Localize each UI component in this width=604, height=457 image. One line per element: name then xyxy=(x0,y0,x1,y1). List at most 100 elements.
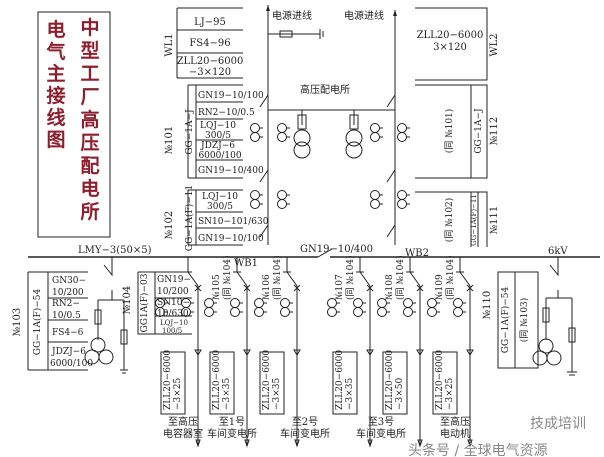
cable-type: ZLL20−6000 xyxy=(435,350,445,410)
svg-text:LQJ−10: LQJ−10 xyxy=(202,192,238,202)
svg-text:GG−1A−J: GG−1A−J xyxy=(185,109,195,155)
feeder-same-label: (同 №104) xyxy=(345,255,356,300)
wl1-row: ZLL20−6000 xyxy=(177,56,244,67)
feeder-circuits xyxy=(155,257,474,448)
feeder-line xyxy=(356,257,374,448)
feeder-line xyxy=(184,257,202,448)
feeder-label: №108 xyxy=(385,274,395,300)
svg-text:GG−1A(F)−11: GG−1A(F)−11 xyxy=(470,194,478,246)
current-transformer-icon xyxy=(397,123,407,133)
svg-text:ZLL20−6000: ZLL20−6000 xyxy=(417,30,484,41)
title-char: 中 xyxy=(80,16,99,39)
voltage-transformer-icon xyxy=(293,129,311,147)
busbar-conductor-label: LMY−3(50×5) xyxy=(78,245,152,256)
title-char: 电 xyxy=(80,177,99,200)
fuse-icon xyxy=(279,30,293,38)
title-char: 线 xyxy=(46,106,65,129)
cable-size: −3×25 xyxy=(173,377,183,410)
wl1-row: LJ−95 xyxy=(194,17,226,28)
voltage-transformer-icon xyxy=(345,129,363,147)
svg-text:(同 №102): (同 №102) xyxy=(444,198,455,243)
title-char: 厂 xyxy=(80,86,99,108)
svg-text:GG−1A(F)−54: GG−1A(F)−54 xyxy=(32,289,43,356)
svg-text:3×120: 3×120 xyxy=(433,42,467,53)
svg-text:№104: №104 xyxy=(122,286,133,315)
svg-text:GN19−10/100: GN19−10/100 xyxy=(198,234,264,244)
wb1-label: WB1 xyxy=(234,258,258,269)
current-transformer-icon xyxy=(397,190,407,200)
voltage-label: 6kV xyxy=(548,246,568,257)
feeder-label: №109 xyxy=(435,274,445,300)
title-char: 接 xyxy=(46,85,65,107)
destination-label: 至1号 xyxy=(219,416,245,428)
no111-panel: (同 №102) GG−1A(F)−11 №111 xyxy=(415,191,500,247)
feeder-label: №105 xyxy=(212,274,222,300)
svg-text:10/200: 10/200 xyxy=(157,287,189,297)
current-transformer-icon xyxy=(277,190,287,200)
cable-size: −3×50 xyxy=(395,377,405,410)
svg-text:№103: №103 xyxy=(12,308,23,337)
svg-text:FS4−6: FS4−6 xyxy=(52,328,84,338)
svg-text:LQJ−10: LQJ−10 xyxy=(200,121,236,131)
svg-text:RN2−10/0.5: RN2−10/0.5 xyxy=(198,108,255,118)
current-transformer-group xyxy=(250,123,410,209)
incoming-lines: 电源进线 电源进线 高压配电所 xyxy=(250,5,410,245)
cable-size: −3×35 xyxy=(345,377,355,410)
feeder-labels: №105(同 №104)№106(同 №104)№107(同 №104)№108… xyxy=(212,255,456,300)
svg-text:头条号 / 全球电气资源: 头条号 / 全球电气资源 xyxy=(408,442,548,457)
cable-type: ZLL20−6000 xyxy=(212,350,222,410)
current-transformer-icon xyxy=(250,123,260,133)
wl1-row: −3×120 xyxy=(189,67,231,78)
svg-text:RN2−: RN2− xyxy=(52,299,80,309)
no101-panel: №101 GG−1A−J GN19−10/100 RN2−10/0.5 LQJ−… xyxy=(164,84,264,179)
svg-text:GN30−: GN30− xyxy=(52,276,86,286)
destination-label: 电动机 xyxy=(440,427,470,440)
current-transformer-icon xyxy=(370,190,380,200)
cable-type: ZLL20−6000 xyxy=(262,350,272,410)
destination-label: 至3号 xyxy=(368,416,394,428)
wl1-panel: WL1 LJ−95 FS4−96 ZLL20−6000 −3×120 xyxy=(164,7,244,79)
svg-text:300/5: 300/5 xyxy=(205,131,231,141)
title-char: 高 xyxy=(80,108,99,131)
svg-text:№102: №102 xyxy=(164,211,175,240)
wl1-label: WL1 xyxy=(164,33,175,56)
incoming-label-2: 电源进线 xyxy=(344,9,384,22)
title-char: 主 xyxy=(46,63,65,85)
current-transformer-icon xyxy=(277,123,287,133)
cable-size: −3×35 xyxy=(222,377,232,410)
svg-text:SN10−: SN10− xyxy=(157,298,190,308)
svg-text:技成培训: 技成培训 xyxy=(530,416,586,432)
no112-panel: (同 №101) GG−1A−J №112 xyxy=(415,84,500,179)
disconnector-switch-icon xyxy=(259,94,396,238)
svg-text:300/5: 300/5 xyxy=(207,202,233,212)
svg-text:GG−1A(F)−11: GG−1A(F)−11 xyxy=(184,185,195,251)
title-char: 压 xyxy=(80,132,99,154)
no103-panel: №103 GG−1A(F)−54 GN30− 10/200 RN2− 10/0.… xyxy=(12,271,93,371)
pt-circuit-110 xyxy=(532,257,577,376)
title-char: 型 xyxy=(80,39,99,62)
no110-panel: №110 GG−1A(F)−54 (同 №103) xyxy=(482,271,539,369)
svg-text:GG−1A(F)−54: GG−1A(F)−54 xyxy=(500,287,511,354)
svg-text:GN19−: GN19− xyxy=(157,275,191,285)
svg-text:JDZJ−6: JDZJ−6 xyxy=(200,141,235,151)
svg-text:LQJ−10: LQJ−10 xyxy=(160,319,188,327)
wl1-row: FS4−96 xyxy=(189,38,230,49)
cable-type: ZLL20−6000 xyxy=(335,350,345,410)
current-transformer-icon xyxy=(370,123,380,133)
destination-label: 至高压 xyxy=(440,415,470,428)
bus-tie-label: GN19−10/400 xyxy=(300,244,373,255)
title-char: 电 xyxy=(46,18,65,41)
cable-box xyxy=(382,351,408,415)
svg-text:№110: №110 xyxy=(482,291,493,320)
cable-box xyxy=(160,351,186,415)
feeder-line xyxy=(456,257,474,448)
feeder-label: №107 xyxy=(335,274,345,300)
svg-text:№111: №111 xyxy=(489,206,500,235)
svg-text:(同 №101): (同 №101) xyxy=(444,109,455,154)
cable-size: −3×25 xyxy=(445,377,455,410)
current-transformer-icon xyxy=(250,190,260,200)
destination-label: 车间变电所 xyxy=(280,427,330,440)
pt-circuit-103 xyxy=(84,257,128,374)
